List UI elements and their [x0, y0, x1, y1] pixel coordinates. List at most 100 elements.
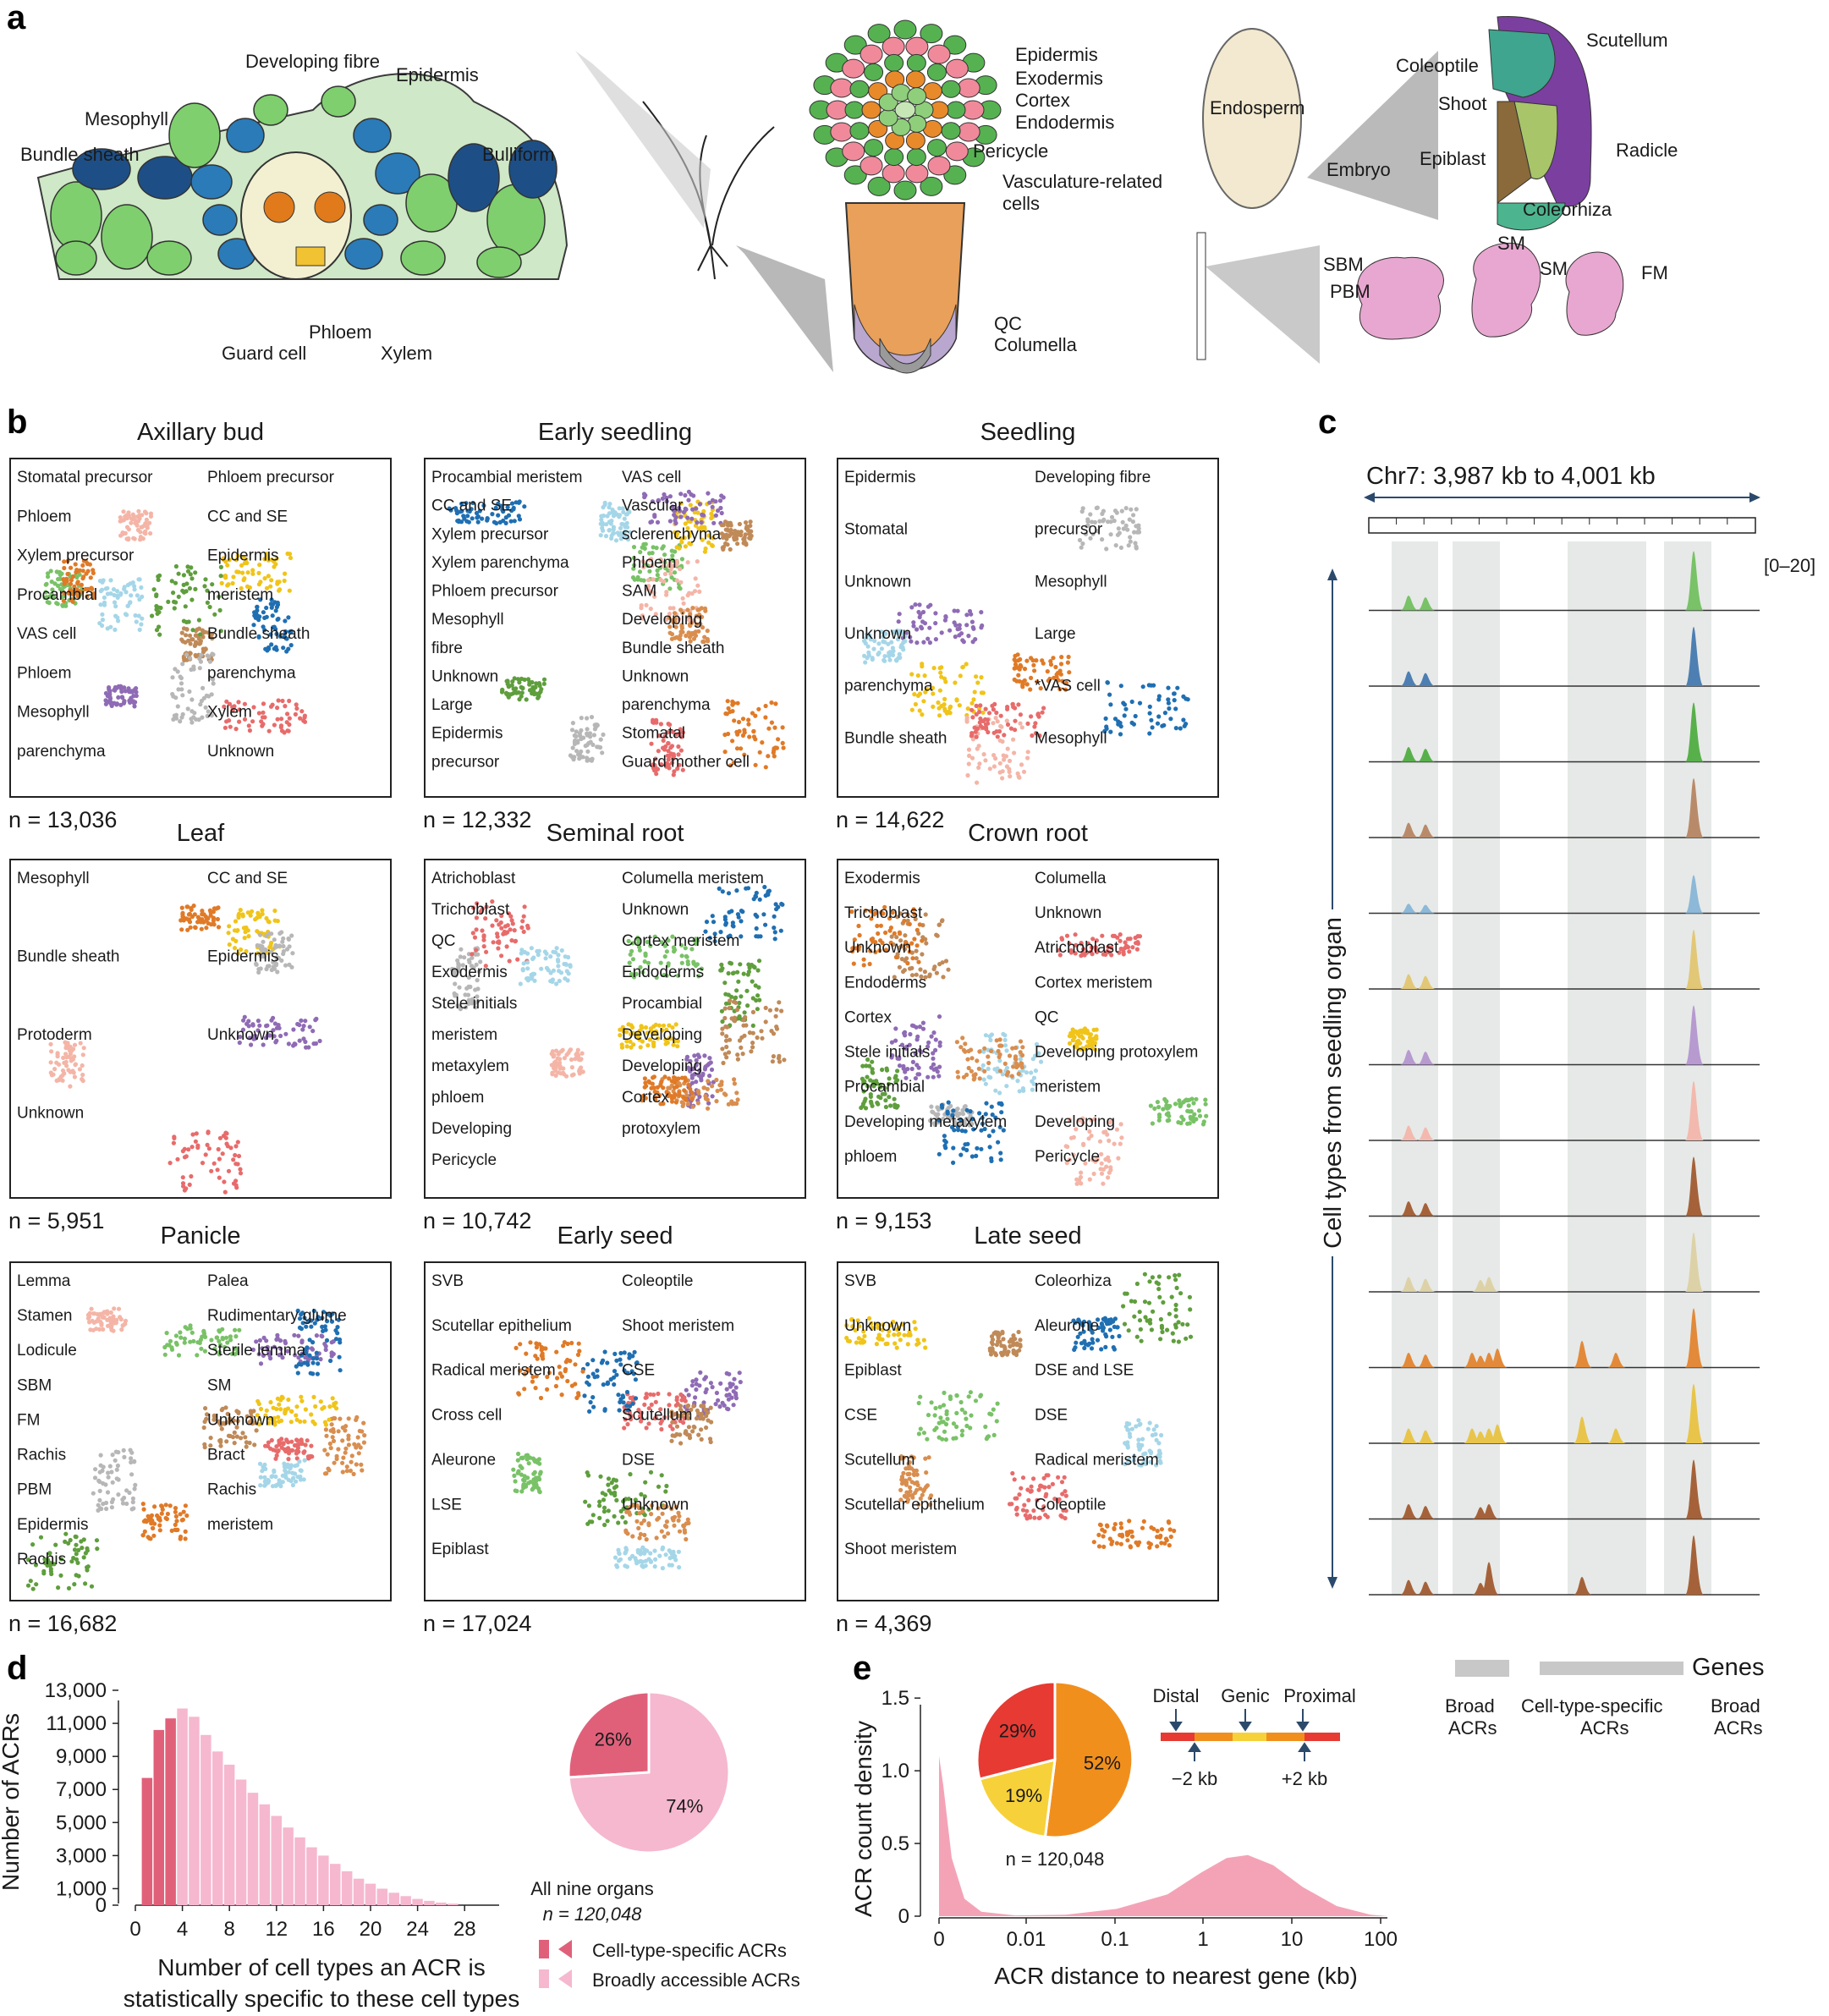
- cell-point: [702, 549, 708, 554]
- cell-point: [677, 1529, 683, 1534]
- cell-point: [536, 681, 542, 686]
- cell-point: [912, 937, 917, 942]
- cell-point: [694, 506, 699, 511]
- cell-point: [115, 1463, 120, 1469]
- cell-point: [220, 1335, 225, 1341]
- cell-point: [667, 519, 673, 524]
- cell-point: [1000, 776, 1005, 781]
- cell-point: [515, 957, 520, 962]
- label-radicle: Radicle: [1616, 140, 1678, 161]
- cell-point: [72, 1074, 77, 1079]
- cell-point: [503, 924, 508, 929]
- cell-point: [673, 508, 678, 514]
- cell-point: [496, 513, 501, 518]
- cell-point: [1011, 737, 1016, 742]
- cell-point: [189, 637, 195, 642]
- cell-point: [586, 740, 591, 746]
- cell-point: [662, 733, 667, 739]
- cell-point: [882, 654, 887, 659]
- cell-point: [116, 695, 121, 700]
- cell-point: [87, 562, 92, 567]
- cell-point: [693, 629, 699, 634]
- cell-point: [179, 687, 184, 692]
- cell-point: [730, 1382, 735, 1387]
- cell-point: [933, 621, 938, 626]
- cell-point: [173, 1509, 178, 1514]
- cell-point: [999, 1043, 1004, 1048]
- cell-point: [301, 1477, 306, 1482]
- cell-point: [698, 622, 703, 627]
- cell-point: [980, 710, 986, 715]
- cell-point: [309, 1324, 314, 1329]
- cell-point: [193, 925, 198, 930]
- cell-point: [880, 1067, 885, 1073]
- cell-point: [731, 760, 737, 766]
- cell-point: [893, 1038, 898, 1043]
- cell-point: [521, 929, 526, 934]
- cell-point: [623, 529, 628, 535]
- cell-point: [666, 741, 671, 746]
- cell-point: [562, 961, 567, 967]
- cell-point: [936, 1107, 941, 1112]
- cell-point: [509, 938, 514, 943]
- cell-point: [676, 617, 682, 622]
- cell-point: [264, 614, 269, 619]
- cell-point: [247, 728, 252, 733]
- cell-point: [1166, 697, 1171, 702]
- cell-point: [120, 1501, 126, 1506]
- cell-point: [1125, 937, 1130, 942]
- cell-point: [624, 1547, 629, 1552]
- cell-point: [973, 637, 978, 642]
- cell-point: [297, 1325, 303, 1330]
- cell-point: [233, 558, 239, 563]
- cell-point: [284, 636, 289, 641]
- cell-point: [1186, 1103, 1191, 1108]
- cell-point: [309, 1443, 314, 1448]
- cell-point: [1017, 678, 1022, 684]
- cell-point: [754, 890, 759, 896]
- cell-point: [354, 1417, 359, 1422]
- cell-point: [481, 944, 486, 949]
- cell-point: [750, 996, 755, 1001]
- cell-point: [674, 545, 679, 550]
- cell-point: [105, 1309, 110, 1314]
- cell-point: [360, 1429, 365, 1434]
- cell-point: [185, 569, 191, 574]
- label-coleorhiza: Coleorhiza: [1523, 199, 1612, 220]
- cell-point: [1121, 526, 1126, 531]
- cell-point: [510, 679, 515, 684]
- cell-point: [1194, 1117, 1199, 1122]
- cell-point: [1104, 724, 1109, 729]
- cluster-label: Epidermis: [207, 547, 278, 565]
- cell-point: [457, 985, 462, 990]
- cell-point: [724, 1034, 729, 1039]
- cell-point: [292, 1471, 298, 1476]
- cell-point: [211, 677, 216, 682]
- cell-point: [943, 614, 948, 619]
- cell-point: [653, 756, 658, 761]
- cell-point: [894, 658, 899, 663]
- cell-point: [1126, 543, 1131, 548]
- cell-point: [1028, 687, 1033, 692]
- cell-point: [624, 512, 630, 517]
- cell-point: [1106, 1175, 1111, 1180]
- cell-point: [643, 1395, 648, 1400]
- cell-point: [729, 994, 734, 999]
- cell-point: [690, 606, 695, 611]
- seed-labels: Endosperm Embryo Coleoptile Scutellum Sh…: [1210, 30, 1678, 220]
- cell-point: [1016, 1071, 1021, 1076]
- cell-point: [289, 1439, 294, 1444]
- cell-point: [288, 1479, 294, 1484]
- cell-point: [1194, 1096, 1199, 1101]
- cell-point: [297, 1022, 302, 1028]
- cell-point: [672, 1523, 677, 1528]
- leaf-cell: [226, 118, 265, 153]
- cell-point: [1108, 702, 1113, 707]
- cell-point: [304, 1324, 309, 1329]
- cell-point: [203, 577, 208, 582]
- cell-point: [148, 514, 154, 519]
- cell-point: [262, 628, 267, 633]
- cell-point: [1106, 519, 1111, 525]
- cell-point: [685, 1517, 690, 1522]
- cell-point: [75, 594, 80, 599]
